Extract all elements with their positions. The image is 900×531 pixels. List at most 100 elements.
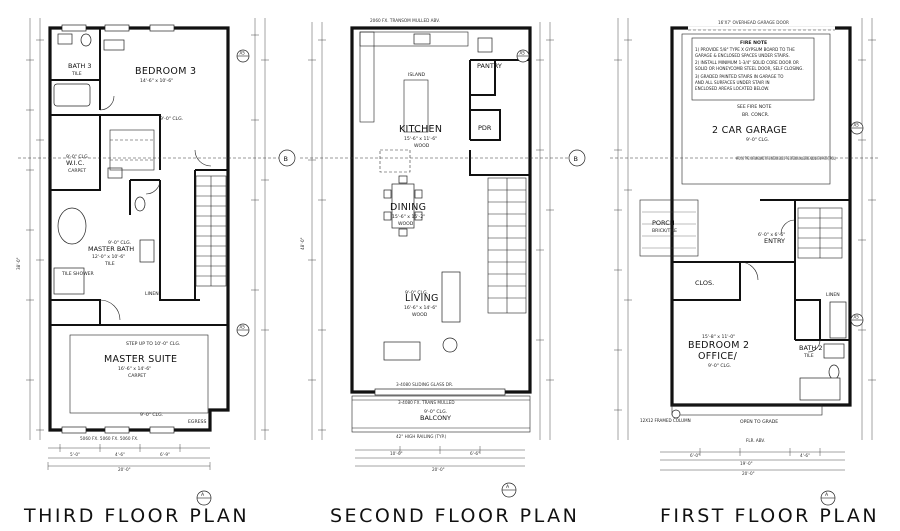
fire-note-4: SOLID OR HONEYCOMB STEEL DOOR, SELF CLOS… [695,66,804,71]
bedroom-3-label: BEDROOM 3 [135,66,196,77]
third-fixtures [53,33,155,295]
third-dim-a: 5'-0" [70,452,80,457]
first-dim-c: 4'-6" [800,453,810,458]
section-tag-second: A5 [516,49,530,63]
see-fire-note: SEE FIRE NOTE [737,104,772,110]
third-dim-c: 6'-9" [160,452,170,457]
living-clg: 9'-0" CLG. [405,290,428,296]
fire-note-6: AND ALL SURFACES UNDER STAIR IN [695,80,770,85]
section-tag-third-label: A5 [240,51,246,56]
dining-table [383,175,423,237]
master-bath-finish: TILE [104,261,115,267]
pdr-label: PDR [478,124,492,132]
section-tag-second-label: A5 [520,51,526,56]
bath-3-label: BATH 3 [68,62,91,70]
bath-3-finish: TILE [71,71,82,77]
first-total-dim: 20'-0" [742,471,755,476]
master-suite-label: MASTER SUITE [104,354,177,365]
island-label: ISLAND [408,72,426,78]
living-label: LIVING [405,293,439,304]
section-tags: A5 A5 A5 A5 A5 [236,49,864,337]
porch-finish: BRICK/TILE [652,228,677,234]
fire-note-5: 3) GRADED PAINTED STAIRS IN GARAGE TO [695,74,783,79]
section-tag-third-2: A5 [236,323,250,337]
third-door-swings [99,95,212,321]
kitchen-size: 15'-6" x 11'-6" [404,136,437,142]
first-dim-a: 19'-0" [740,461,753,466]
garage-clg: 9'-0" CLG. [746,137,769,143]
living-furniture [383,271,461,361]
first-fixtures [799,301,847,401]
third-floor-caption: THIRD FLOOR PLAN [23,505,249,527]
section-tag-first-2: A5 [850,313,864,327]
third-interior-walls [50,28,228,326]
wic-finish: CARPET [68,168,86,174]
third-dim-b: 4'-6" [115,452,125,457]
second-dim-a: 10'-0" [390,451,403,456]
second-ceiling-feature [379,149,411,173]
kitchen-counters [359,31,493,133]
third-linen-label: LINEN [145,291,159,297]
third-stairs [195,175,227,287]
sliding-door-label: 3-4080 SLIDING GLASS DR. [396,382,453,387]
first-dimension-lines [614,18,876,471]
second-section-a-marker: A [501,482,517,498]
pantry-label: PANTRY [477,62,502,70]
section-tag-third: A5 [236,49,250,63]
tile-shower-label: TILE SHOWER [61,271,95,277]
third-section-b-marker: B [18,149,296,167]
dining-size: 15'-6" x 15'-2" [392,214,425,220]
section-tag-third-2-label: A5 [240,325,246,330]
garage-conc: BR. CONCR. [742,112,769,118]
stair-note: APPLY 5/8" TYPE X GYPSUM BOARD TO THE IN… [736,156,836,161]
balcony-label: BALCONY [420,414,451,422]
balcony-outline [351,395,531,433]
garage-door-label: 16'X7' OVERHEAD GARAGE DOOR [718,20,789,25]
entry-label: ENTRY [764,237,785,245]
sliding-door [374,388,506,396]
porch-label: PORCH [652,219,675,227]
kitchen-label: KITCHEN [399,124,442,135]
bedroom-2-label: BEDROOM 2 [688,340,749,351]
third-floor-plan: 20'-0" 5'-0" 4'-6" 6'-9" 38'-0" [16,18,296,527]
master-suite-size: 16'-6" x 14'-6" [118,366,151,372]
section-tag-first-label: A5 [854,123,860,128]
section-a-label: A [201,492,205,498]
third-clg-note: 9'-0" CLG. [160,116,183,122]
second-exterior-wall [350,26,532,394]
railing-label: 42" HIGH RAILING (TYP.) [396,434,447,439]
master-suite-note: STEP UP TO 10'-0" CLG. [126,341,180,347]
third-master-suite-outline [69,334,209,414]
dining-label: DINING [390,202,426,213]
first-flr-abv: FLR. ABV. [746,438,765,443]
bath-2-label: BATH 2 [799,344,822,352]
garage-label: 2 CAR GARAGE [712,125,787,136]
garage-inner [681,33,831,185]
bedroom-2-clg: 9'-0" CLG. [708,363,731,369]
section-b-label-2: B [574,155,578,163]
master-suite-finish: CARPET [128,373,146,379]
second-dimension-lines [308,22,554,467]
island [403,79,429,133]
living-finish: WOOD [412,312,428,318]
third-side-dim: 38'-0" [16,257,21,270]
master-bath-label: MASTER BATH [88,245,134,253]
third-window-schedule: 5060 FX. 5060 FX. 5060 FX. [80,436,138,441]
open-to-grade: OPEN TO GRADE [740,419,778,425]
third-section-a-marker: A [196,490,212,506]
transom-label: 3-4080 FX. TRANS MULLED [398,400,455,405]
first-floor-caption: FIRST FLOOR PLAN [660,505,879,527]
framed-column-label: 12X12 FRAMED COLUMN [640,418,691,423]
porch-hatch [642,211,696,249]
fire-note-7: ENCLOSED AREAS LOCATED BELOW. [695,86,769,91]
bedroom-2-size: 15'-8" x 11'-0" [702,334,735,340]
front-step [671,404,823,416]
first-stairs [797,207,843,259]
kitchen-finish: WOOD [414,143,430,149]
second-top-window: 2060 FX. TRANSOM MULLED ABV. [370,18,440,23]
fire-note-box [691,37,815,101]
master-bath-clg: 9'-0" CLG. [108,240,131,246]
first-floor-plan: 20'-0" 19'-0" 6'-0" 4'-6" [610,18,880,527]
framed-column [671,409,681,419]
